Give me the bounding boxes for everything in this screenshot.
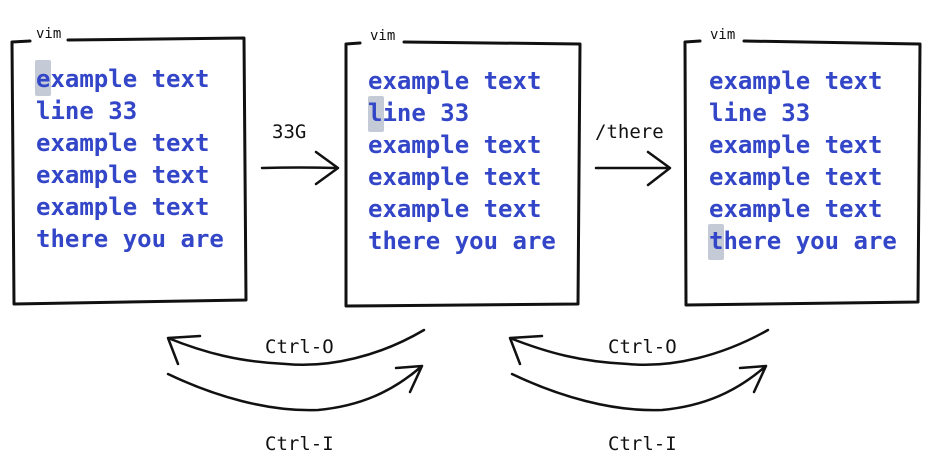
- window-frame: [683, 39, 922, 307]
- code-line: example text: [368, 163, 541, 191]
- code-line: example text: [368, 67, 541, 95]
- code-line: example text: [709, 131, 882, 159]
- code-line: example text: [36, 161, 209, 189]
- code-line: there you are: [368, 227, 556, 255]
- code-line: line 33: [368, 99, 469, 127]
- vim-window-1: vim example text line 33 example text ex…: [10, 26, 248, 306]
- code-line: example text: [709, 163, 882, 191]
- back-arrow-icon: [508, 328, 770, 366]
- code-line: example text: [36, 129, 209, 157]
- cursor-highlight: [35, 60, 51, 96]
- code-line: example text: [709, 195, 882, 223]
- forward-arrow-icon: [510, 364, 768, 412]
- window-title: vim: [710, 27, 735, 43]
- back-arrow-icon: [166, 328, 426, 366]
- code-line: line 33: [36, 97, 137, 125]
- command-arrow-1: 33G: [260, 121, 340, 186]
- jump-back-label: Ctrl-O: [608, 336, 677, 358]
- jump-forward-label: Ctrl-I: [608, 433, 677, 455]
- forward-arrow-icon: [166, 364, 424, 412]
- jump-arrows-2: Ctrl-O Ctrl-I: [508, 328, 770, 455]
- vim-window-2: vim example text line 33 example text ex…: [344, 28, 582, 308]
- right-arrow-icon: [260, 150, 340, 186]
- code-line: line 33: [709, 99, 810, 127]
- window-frame: [344, 40, 582, 308]
- code-line: there you are: [709, 227, 897, 255]
- jump-forward-label: Ctrl-I: [265, 433, 334, 455]
- jump-arrows-1: Ctrl-O Ctrl-I: [166, 328, 426, 455]
- vim-window-3: vim example text line 33 example text ex…: [683, 27, 922, 307]
- code-line: example text: [368, 131, 541, 159]
- window-title: vim: [370, 28, 395, 44]
- code-line: there you are: [36, 225, 224, 253]
- command-arrow-2: /there: [594, 121, 672, 187]
- code-line: example text: [709, 67, 882, 95]
- cursor-highlight: [368, 96, 384, 132]
- jump-back-label: Ctrl-O: [265, 336, 334, 358]
- right-arrow-icon: [594, 150, 672, 187]
- command-label: 33G: [272, 121, 306, 143]
- window-title: vim: [36, 26, 61, 42]
- code-line: example text: [36, 65, 209, 93]
- code-line: example text: [36, 193, 209, 221]
- command-label: /there: [595, 121, 664, 143]
- window-frame: [10, 36, 248, 306]
- cursor-highlight: [708, 224, 724, 260]
- code-line: example text: [368, 195, 541, 223]
